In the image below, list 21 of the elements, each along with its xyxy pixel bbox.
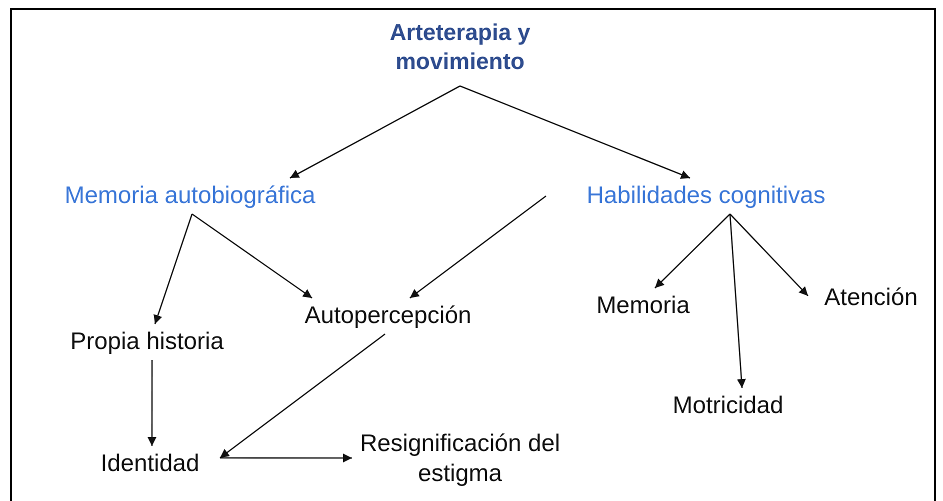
arrow bbox=[220, 454, 352, 462]
arrow bbox=[729, 214, 746, 388]
title-text: Arteterapia y movimiento bbox=[388, 18, 532, 76]
arrow bbox=[220, 333, 386, 458]
arrow bbox=[654, 214, 730, 288]
concept-label: Resignificación del estigma bbox=[358, 429, 562, 489]
concept-label: Propia historia bbox=[70, 327, 224, 357]
concept-label: Motricidad bbox=[672, 391, 784, 421]
arrow bbox=[192, 213, 312, 299]
concept-label: Identidad bbox=[100, 449, 200, 479]
arrow bbox=[410, 195, 546, 299]
concept-label: Atención bbox=[824, 283, 918, 313]
concept-label: Autopercepción bbox=[304, 301, 472, 331]
arrow bbox=[460, 85, 690, 179]
arrow bbox=[147, 360, 156, 446]
arrow bbox=[290, 85, 460, 179]
arrow bbox=[154, 214, 193, 324]
arrow bbox=[730, 214, 808, 296]
category-label: Habilidades cognitivas bbox=[586, 181, 826, 211]
concept-label: Memoria bbox=[596, 291, 690, 321]
category-label: Memoria autobiográfica bbox=[64, 181, 316, 211]
